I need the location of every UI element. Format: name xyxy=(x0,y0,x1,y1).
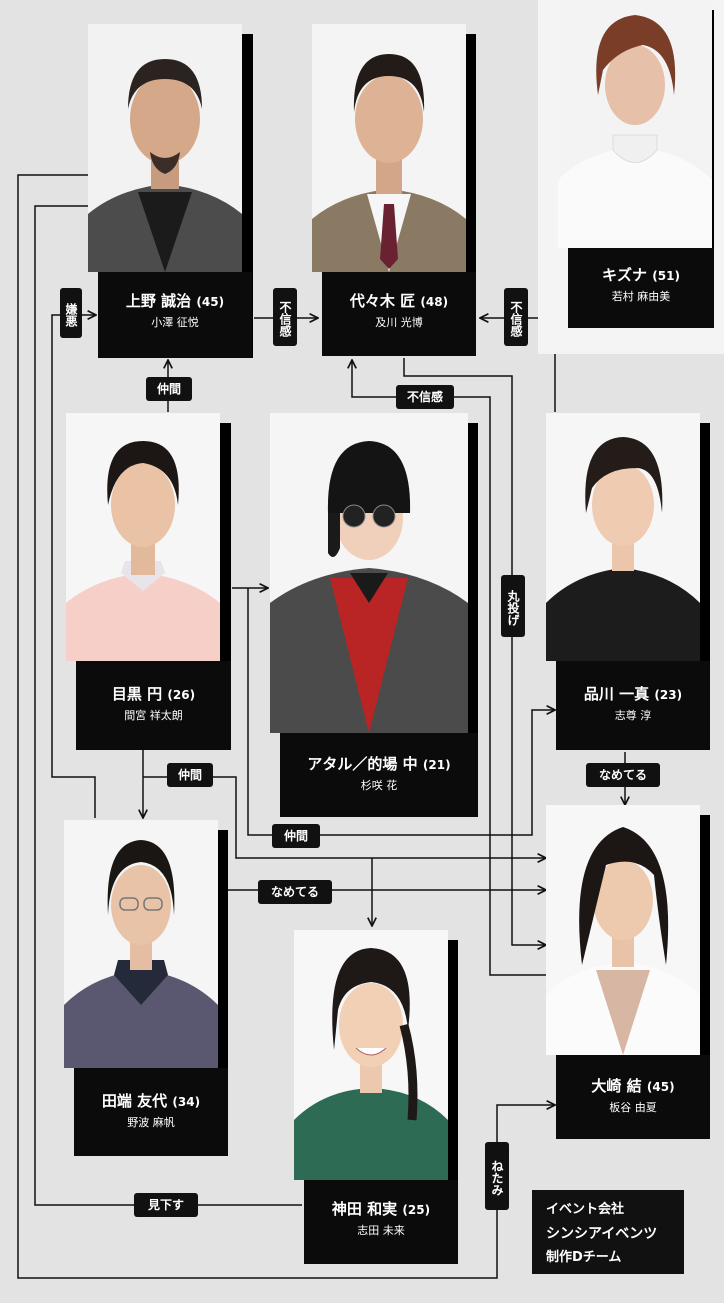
name-shinagawa: 品川 一真 xyxy=(583,685,650,703)
company-line3: 制作Dチーム xyxy=(546,1250,622,1265)
age-kanda: (25) xyxy=(402,1203,431,1217)
photo-ataru xyxy=(270,413,468,733)
label-fushinkan-ataru: 不信感 xyxy=(396,385,454,409)
company-line2: シンシアイベンツ xyxy=(546,1226,658,1242)
nameplate-kanda: 神田 和実 (25) 志田 未来 xyxy=(304,1180,458,1264)
actor-kizuna: 若村 麻由美 xyxy=(611,290,671,303)
nameplate-osaki: 大崎 結 (45) 板谷 由夏 xyxy=(556,1055,710,1139)
label-fushinkan-shinagawa-yoyogi: 不信感 xyxy=(504,288,528,346)
portrait-woman-braid-icon xyxy=(294,930,448,1180)
label-nameteru-shinagawa-osaki: なめてる xyxy=(586,763,660,787)
photo-ueno xyxy=(88,24,242,272)
nameplate-yoyogi: 代々木 匠 (48) 及川 光博 xyxy=(322,272,476,356)
name-yoyogi: 代々木 匠 xyxy=(349,292,416,310)
actor-ueno: 小澤 征悦 xyxy=(151,316,199,329)
actor-osaki: 板谷 由夏 xyxy=(609,1101,657,1114)
age-tabata: (34) xyxy=(172,1095,201,1109)
portrait-woman-wavy-hair-icon xyxy=(546,805,700,1055)
label-nameteru-tabata: なめてる xyxy=(258,880,332,904)
photo-meguro xyxy=(66,413,220,661)
company-line1: イベント会社 xyxy=(546,1202,625,1217)
portrait-man-suit-icon xyxy=(312,24,466,272)
label-nakama-meguro-tabata: 仲間 xyxy=(167,763,213,787)
age-kizuna: (51) xyxy=(652,269,680,283)
portrait-person-beanie-sunglasses-icon xyxy=(270,413,468,733)
age-osaki: (45) xyxy=(646,1080,675,1094)
actor-kanda: 志田 未来 xyxy=(357,1224,405,1237)
age-ataru: (21) xyxy=(422,758,451,772)
age-ueno: (45) xyxy=(196,295,225,309)
actor-tabata: 野波 麻帆 xyxy=(127,1116,175,1129)
name-meguro: 目黒 円 xyxy=(111,685,163,703)
portrait-young-man-black-sweater-icon xyxy=(546,413,700,661)
nameplate-ueno: 上野 誠治 (45) 小澤 征悦 xyxy=(98,272,252,358)
portrait-young-man-sweater-icon xyxy=(66,413,220,661)
label-fushinkan-ueno-yoyogi: 不信感 xyxy=(273,288,297,346)
label-netami: ねたみ xyxy=(485,1142,509,1210)
age-meguro: (26) xyxy=(167,688,196,702)
name-kanda: 神田 和実 xyxy=(331,1200,398,1218)
label-nakama-meguro-ueno: 仲間 xyxy=(146,377,192,401)
photo-osaki xyxy=(546,805,700,1055)
actor-yoyogi: 及川 光博 xyxy=(375,316,423,329)
name-ueno: 上野 誠治 xyxy=(125,292,192,310)
nameplate-meguro: 目黒 円 (26) 間宮 祥太朗 xyxy=(76,661,231,750)
age-yoyogi: (48) xyxy=(420,295,449,309)
photo-tabata xyxy=(64,820,218,1068)
nameplate-shinagawa: 品川 一真 (23) 志尊 淳 xyxy=(556,661,710,750)
nameplate-kizuna: キズナ (51) 若村 麻由美 xyxy=(568,248,714,328)
portrait-woman-short-hair-icon xyxy=(558,0,712,248)
actor-shinagawa: 志尊 淳 xyxy=(614,709,652,722)
label-marunage: 丸投げ xyxy=(501,575,525,637)
label-nakama-meguro-shinagawa: 仲間 xyxy=(272,824,320,848)
nameplate-ataru: アタル／的場 中 (21) 杉咲 花 xyxy=(280,733,478,817)
company-box: イベント会社 シンシアイベンツ 制作Dチーム xyxy=(532,1190,684,1274)
photo-yoyogi xyxy=(312,24,466,272)
label-ken-o: 嫌悪 xyxy=(60,288,82,338)
actor-ataru: 杉咲 花 xyxy=(360,779,398,792)
age-shinagawa: (23) xyxy=(654,688,683,702)
photo-kanda xyxy=(294,930,448,1180)
portrait-woman-glasses-icon xyxy=(64,820,218,1068)
portrait-man-goatee-icon xyxy=(88,24,242,272)
photo-kizuna xyxy=(558,0,712,248)
name-ataru: アタル／的場 中 xyxy=(307,755,418,773)
photo-shinagawa xyxy=(546,413,700,661)
name-osaki: 大崎 結 xyxy=(591,1077,642,1095)
name-kizuna: キズナ xyxy=(602,266,648,284)
name-tabata: 田端 友代 xyxy=(101,1092,168,1110)
actor-meguro: 間宮 祥太朗 xyxy=(124,709,183,722)
label-mikudasu: 見下す xyxy=(134,1193,198,1217)
nameplate-tabata: 田端 友代 (34) 野波 麻帆 xyxy=(74,1068,228,1156)
